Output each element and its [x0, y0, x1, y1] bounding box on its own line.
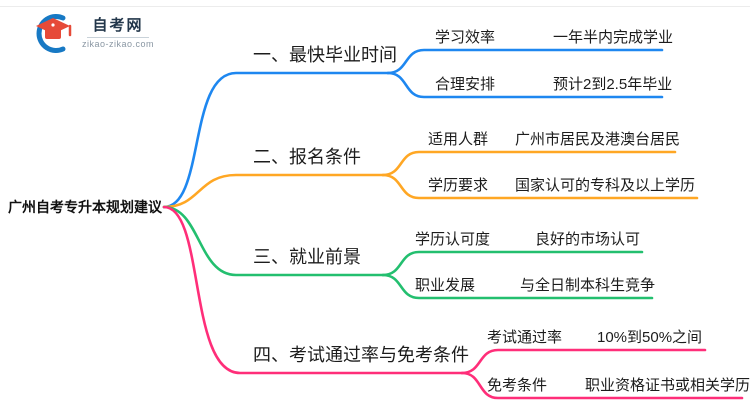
branch-3-child-2-line [381, 273, 654, 300]
branch-3-child-1-line [381, 250, 644, 277]
branch-4-title: 四、考试通过率与免考条件 [253, 345, 469, 365]
branch-3-title: 三、就业前景 [253, 247, 361, 267]
site-logo-text: 自考网 zikao-zikao.com [82, 17, 154, 50]
branch-1-child-1-key: 学习效率 [435, 29, 496, 46]
branch-4-child-1-value: 10%到50%之间 [597, 329, 703, 346]
branch-1-child-2-line [386, 71, 664, 99]
branch-4-child-1-key: 考试通过率 [487, 329, 563, 346]
branch-2-title: 二、报名条件 [253, 147, 361, 167]
branch-2-child-2-value: 国家认可的专科及以上学历 [515, 177, 696, 194]
branch-4-child-2-line [460, 371, 744, 400]
branch-2-child-2-line [381, 173, 699, 200]
site-logo[interactable]: 自考网 zikao-zikao.com [30, 11, 154, 55]
root-node: 广州自考专升本规划建议 [8, 199, 162, 215]
branch-1-title: 一、最快毕业时间 [253, 45, 397, 65]
branch-1-child-2-key: 合理安排 [435, 76, 496, 93]
branch-2-child-1-key: 适用人群 [428, 131, 489, 148]
branch-1-trunk-line [162, 71, 390, 209]
branch-4-child-2-key: 免考条件 [487, 377, 548, 394]
branch-4-trunk-line [162, 205, 464, 375]
branch-3-child-2-value: 与全日制本科生竞争 [520, 277, 656, 294]
top-divider [0, 6, 750, 7]
logo-divider [87, 36, 150, 38]
site-name: 自考网 [92, 16, 144, 34]
branch-2-trunk-line [162, 173, 385, 209]
branch-3-child-2-key: 职业发展 [415, 277, 476, 294]
branch-1-child-2-value: 预计2到2.5年毕业 [553, 76, 673, 93]
branch-4-child-1-line [460, 348, 707, 375]
branch-1-child-1-line [386, 48, 664, 75]
branch-2-child-2-key: 学历要求 [428, 177, 489, 194]
site-domain: zikao-zikao.com [82, 38, 155, 49]
branch-2-child-1-line [381, 150, 677, 177]
branch-3-trunk-line [162, 205, 385, 277]
branch-3-child-1-value: 良好的市场认可 [535, 231, 641, 248]
branch-2-child-1-value: 广州市居民及港澳台居民 [515, 131, 681, 148]
graduation-cap-icon [36, 14, 72, 53]
branch-1-child-1-value: 一年半内完成学业 [553, 29, 674, 46]
branch-3-child-1-key: 学历认可度 [415, 231, 491, 248]
branch-4-child-2-value: 职业资格证书或相关学历 [585, 377, 750, 394]
